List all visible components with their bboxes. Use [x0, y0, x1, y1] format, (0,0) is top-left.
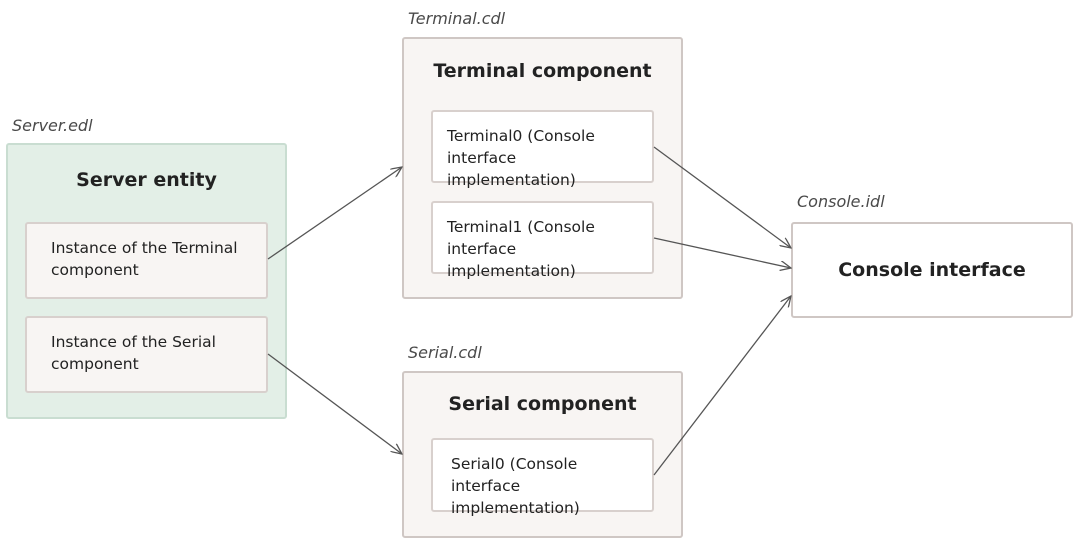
terminal-component-title: Terminal component [433, 60, 652, 82]
console-file-label: Console.idl [797, 192, 885, 211]
server-entity-title: Server entity [76, 169, 217, 191]
arrow-serial0-to-console [653, 296, 791, 476]
terminal-instance-box: Instance of the Terminal component [25, 222, 268, 299]
terminal0-label: Terminal0 (Console interface implementat… [447, 127, 595, 189]
serial-file-label: Serial.cdl [408, 343, 482, 362]
terminal-instance-label: Instance of the Terminal component [51, 239, 238, 279]
console-interface-box: Console interface [791, 222, 1073, 318]
terminal-file-label: Terminal.cdl [408, 9, 506, 28]
arrow-serial-instance-to-serial-component [267, 353, 402, 454]
terminal0-box: Terminal0 (Console interface implementat… [431, 110, 654, 189]
terminal1-label: Terminal1 (Console interface implementat… [447, 218, 595, 280]
serial0-label: Serial0 (Console interface implementatio… [451, 455, 580, 517]
serial-instance-box: Instance of the Serial component [25, 316, 268, 393]
arrow-terminal0-to-console [653, 146, 791, 248]
terminal1-box: Terminal1 (Console interface implementat… [431, 201, 654, 280]
console-interface-title: Console interface [838, 259, 1026, 281]
arrow-terminal-instance-to-terminal-component [267, 167, 402, 260]
server-file-label: Server.edl [12, 116, 93, 135]
serial0-box: Serial0 (Console interface implementatio… [431, 438, 654, 517]
serial-component-title: Serial component [448, 393, 637, 415]
arrow-terminal1-to-console [653, 237, 791, 268]
serial-instance-label: Instance of the Serial component [51, 333, 216, 373]
